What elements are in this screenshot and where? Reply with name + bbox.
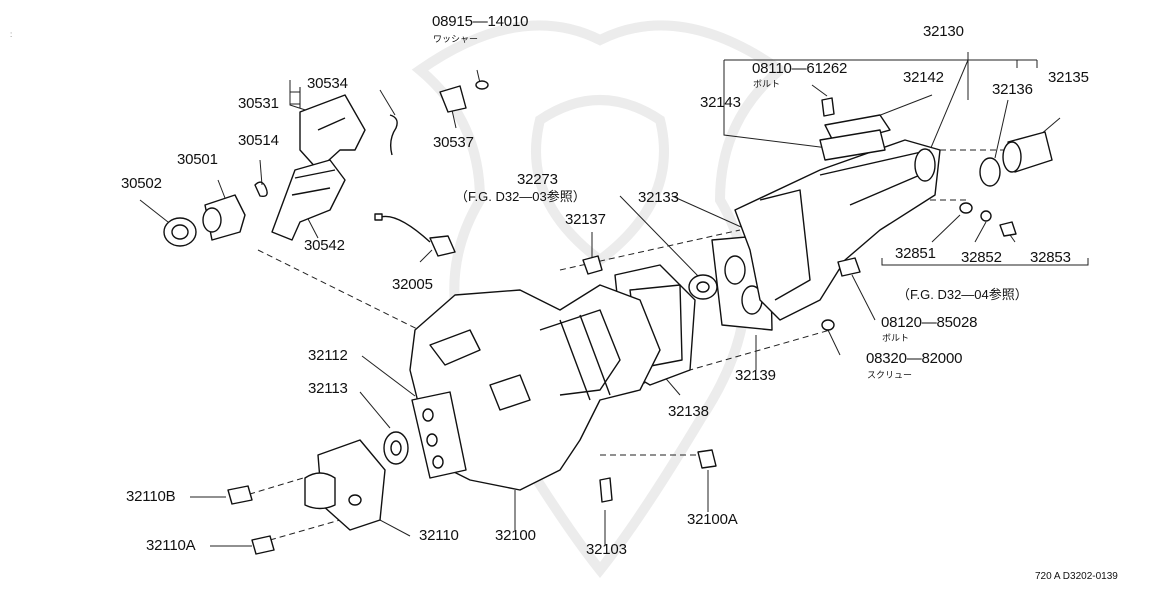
part-sublabel-bolt-08110: ボルト <box>753 80 781 90</box>
part-label-30514: 30514 <box>238 132 279 149</box>
part-ref-fg-d32-03: （F.G. D32—03参照） <box>455 189 586 204</box>
part-label-32135: 32135 <box>1048 69 1089 86</box>
part-label-08120-85028: 08120—85028 <box>881 314 978 331</box>
part-label-30531: 30531 <box>238 95 279 112</box>
part-label-32110b: 32110B <box>126 488 176 505</box>
part-sublabel-washer: ワッシャー <box>433 35 479 45</box>
part-ref-fg-d32-04: （F.G. D32—04参照） <box>897 287 1028 302</box>
part-label-32138: 32138 <box>668 403 709 420</box>
part-label-32851: 32851 <box>895 245 936 262</box>
part-label-32143: 32143 <box>700 94 741 111</box>
part-label-30501: 30501 <box>177 151 218 168</box>
part-label-30534: 30534 <box>307 75 348 92</box>
part-label-32137: 32137 <box>565 211 606 228</box>
corner-mark: : <box>10 30 13 39</box>
part-sublabel-bolt-08120: ボルト <box>882 334 910 344</box>
part-label-32100a: 32100A <box>687 511 738 528</box>
part-label-32100: 32100 <box>495 527 536 544</box>
part-label-30537: 30537 <box>433 134 474 151</box>
part-label-32133: 32133 <box>638 189 679 206</box>
part-label-08320-82000: 08320—82000 <box>866 350 963 367</box>
part-sublabel-screw: スクリュー <box>867 371 913 381</box>
part-outlines <box>163 80 1053 555</box>
part-label-32113: 32113 <box>308 380 348 397</box>
part-label-08110-61262: 08110—61262 <box>752 60 848 77</box>
diagram-code: 720 A D3202-0139 <box>1035 571 1118 582</box>
part-label-32142: 32142 <box>903 69 944 86</box>
part-label-30542: 30542 <box>304 237 345 254</box>
part-label-32136: 32136 <box>992 81 1033 98</box>
part-label-32853: 32853 <box>1030 249 1071 266</box>
part-label-08915-14010: 08915—14010 <box>432 13 529 30</box>
part-label-32139: 32139 <box>735 367 776 384</box>
part-label-32103: 32103 <box>586 541 627 558</box>
part-label-32005: 32005 <box>392 276 433 293</box>
part-label-32110a: 32110A <box>146 537 196 554</box>
part-label-32112: 32112 <box>308 347 348 364</box>
part-label-32110: 32110 <box>419 527 459 544</box>
part-label-30502: 30502 <box>121 175 162 192</box>
part-label-32130: 32130 <box>923 23 964 40</box>
part-label-32273: 32273 <box>517 171 558 188</box>
part-label-32852: 32852 <box>961 249 1002 266</box>
